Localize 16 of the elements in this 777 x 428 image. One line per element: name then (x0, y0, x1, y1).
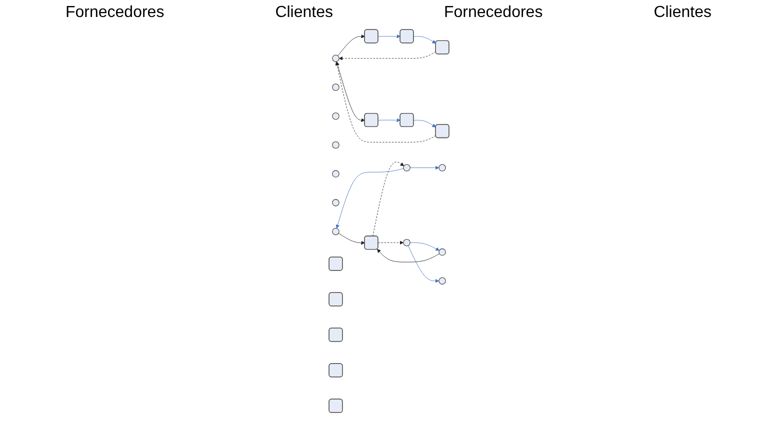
node-circle (332, 54, 339, 62)
node-circle (438, 164, 446, 172)
node-circle (438, 248, 446, 256)
column-heading: Clientes (654, 4, 712, 22)
column-heading: Fornecedores (65, 4, 164, 22)
node-circle (332, 170, 339, 178)
node-circle (402, 238, 410, 246)
column-heading: Clientes (275, 4, 333, 22)
node-circle (332, 141, 339, 149)
node-circle (332, 199, 339, 206)
column-heading: Fornecedores (444, 4, 543, 22)
node-circle (332, 112, 339, 120)
node-circle (402, 164, 410, 172)
node-circle (438, 277, 446, 285)
node-circle (332, 84, 339, 91)
node-circle (332, 228, 339, 236)
